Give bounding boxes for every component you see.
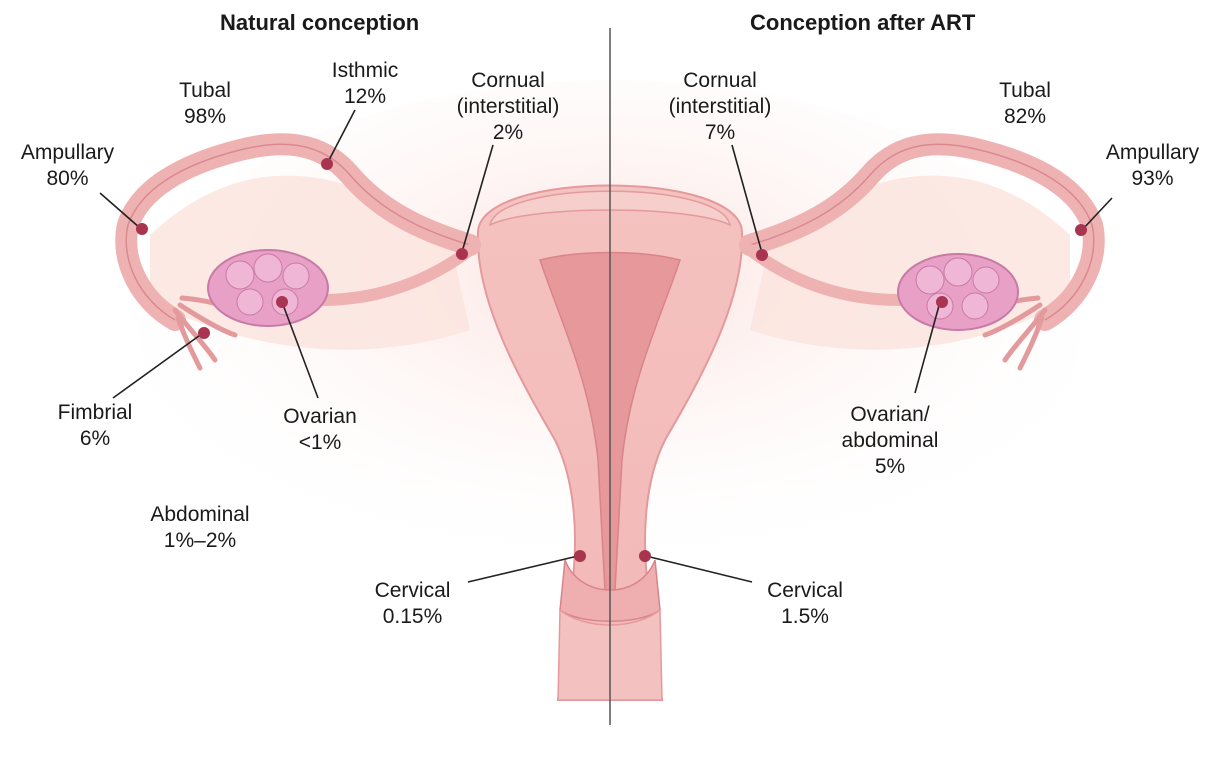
- label-right-cornual: Cornual(interstitial)7%: [650, 68, 790, 146]
- marker-left-cornual: [456, 248, 468, 260]
- marker-right-ovarian: [936, 296, 948, 308]
- marker-right-ampullary: [1075, 224, 1087, 236]
- label-left-cornual: Cornual(interstitial)2%: [438, 68, 578, 146]
- marker-right-cervical: [639, 550, 651, 562]
- marker-right-cornual: [756, 249, 768, 261]
- marker-left-isthmic: [321, 158, 333, 170]
- marker-left-ovarian: [276, 296, 288, 308]
- left-panel-title: Natural conception: [220, 10, 419, 36]
- marker-left-cervical: [574, 550, 586, 562]
- right-panel-title: Conception after ART: [750, 10, 975, 36]
- marker-left-ampullary: [136, 223, 148, 235]
- marker-left-fimbrial: [198, 327, 210, 339]
- label-left-ovarian: Ovarian<1%: [265, 404, 375, 456]
